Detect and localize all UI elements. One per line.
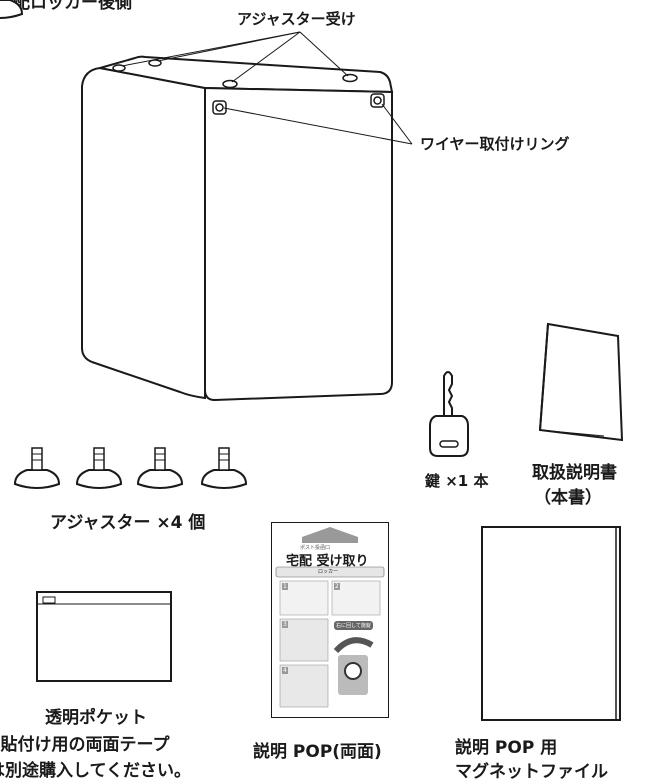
pop-card-art (275, 527, 385, 708)
pop-step-1: 1 (282, 583, 288, 590)
tape-note-line2: は別途購入してください。 (0, 761, 191, 781)
section-title: 宅配ロッカー後側 (0, 0, 132, 13)
magnet-file-label-line2: マグネットファイル (455, 762, 608, 782)
pop-card: ポスト投函口 宅配 受け取り ロッカー 1 2 3 4 右に回して施錠 (271, 522, 389, 718)
manual-label-line1: 取扱説明書 (532, 463, 617, 483)
pop-subtitle: ロッカー (318, 569, 339, 575)
tape-note-line1: ※貼付け用の両面テープ (0, 735, 170, 755)
pop-badge: 右に回して施錠 (334, 621, 373, 630)
pop-step-2: 2 (334, 583, 340, 590)
key-label: 鍵 ×1 本 (425, 472, 489, 490)
adjusters-label: アジャスター ×4 個 (50, 513, 206, 533)
pocket-label: 透明ポケット (45, 708, 147, 728)
manual-label-line2: （本書） (534, 488, 602, 508)
magnet-file-label-line1: 説明 POP 用 (455, 738, 558, 758)
pop-step-3: 3 (282, 621, 288, 628)
pop-step-4: 4 (282, 667, 288, 674)
adjuster-mount-label: アジャスター受け (237, 10, 356, 28)
pop-title: 宅配 受け取り (286, 554, 369, 569)
pop-label: 説明 POP(両面) (253, 742, 382, 762)
pop-banner: ポスト投函口 (300, 545, 331, 551)
wire-ring-label: ワイヤー取付けリング (420, 135, 570, 153)
